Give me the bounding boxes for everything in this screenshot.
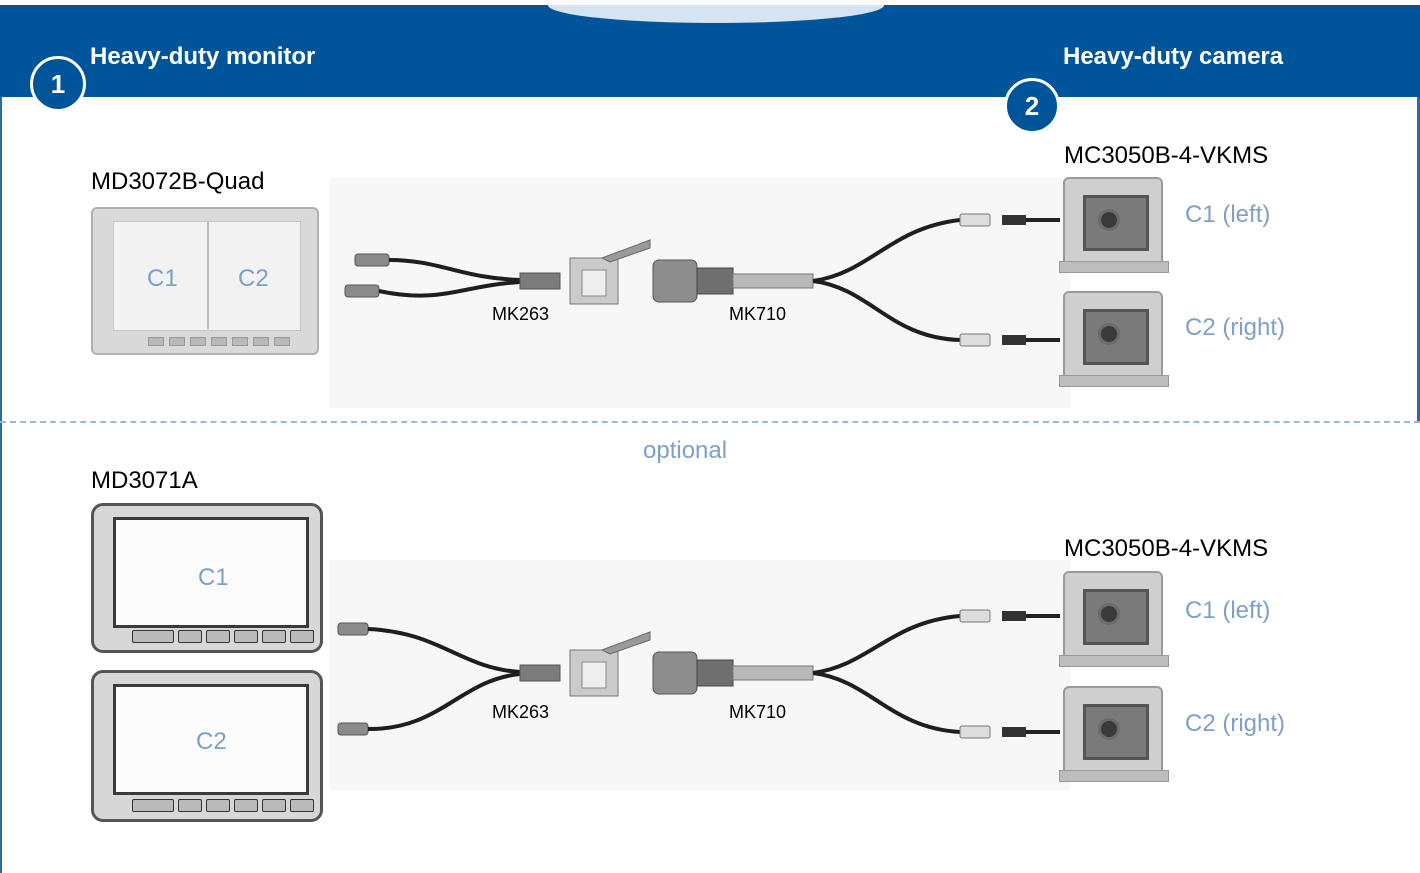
adapter-label-top: MK263	[492, 304, 550, 324]
camera-top-right	[1059, 291, 1169, 387]
section-divider	[0, 421, 1420, 423]
monitor-model-top: MD3072B-Quad	[91, 168, 265, 195]
monitor-bottom-c1-screen	[113, 517, 309, 628]
monitor-model-bottom: MD3071A	[91, 467, 198, 494]
step-badge-2: 2	[1004, 78, 1060, 134]
camera-label-top-c1: C1 (left)	[1185, 201, 1271, 228]
monitor-bottom-c2-buttons	[132, 799, 314, 812]
quad-monitor-buttons	[148, 337, 290, 346]
camera-bottom-left	[1059, 571, 1169, 667]
monitor-plug-top-1	[354, 253, 390, 267]
quad-monitor: C1 C2	[91, 207, 319, 355]
monitor-screen-label-c1: C1	[198, 564, 229, 591]
header-right-title: Heavy-duty camera	[1063, 43, 1284, 70]
monitor-bottom-c1: C1	[91, 503, 323, 653]
header-bar: Heavy-duty monitor Heavy-duty camera	[0, 5, 1420, 97]
wiring-diagram-bottom	[330, 560, 1070, 790]
cable-label-bottom: MK710	[729, 702, 787, 722]
monitor-plug-top-2	[344, 284, 380, 298]
quad-screen-label-c2: C2	[238, 265, 269, 292]
camera-bottom-right	[1059, 686, 1169, 782]
optional-label: optional	[643, 437, 728, 464]
frame-right-border	[1417, 97, 1420, 421]
frame-left-border	[0, 97, 2, 873]
monitor-bottom-c2: C2	[91, 670, 323, 822]
monitor-bottom-c2-screen	[113, 684, 309, 795]
camera-model-bottom: MC3050B-4-VKMS	[1064, 535, 1269, 562]
camera-model-top: MC3050B-4-VKMS	[1064, 142, 1269, 169]
monitor-screen-label-c2: C2	[196, 728, 227, 755]
cable-label-top: MK710	[729, 304, 787, 324]
adapter-label-bottom: MK263	[492, 702, 550, 722]
camera-label-bottom-c2: C2 (right)	[1185, 710, 1286, 737]
quad-screen-divider	[207, 221, 209, 329]
camera-label-top-c2: C2 (right)	[1185, 314, 1286, 341]
quad-screen-label-c1: C1	[147, 265, 178, 292]
wiring-diagram-top	[330, 178, 1070, 408]
header-notch	[548, 5, 884, 23]
camera-label-bottom-c1: C1 (left)	[1185, 597, 1271, 624]
header-left-title: Heavy-duty monitor	[90, 43, 316, 70]
camera-top-left	[1059, 177, 1169, 273]
monitor-bottom-c1-buttons	[132, 630, 314, 643]
step-badge-1: 1	[30, 56, 86, 112]
